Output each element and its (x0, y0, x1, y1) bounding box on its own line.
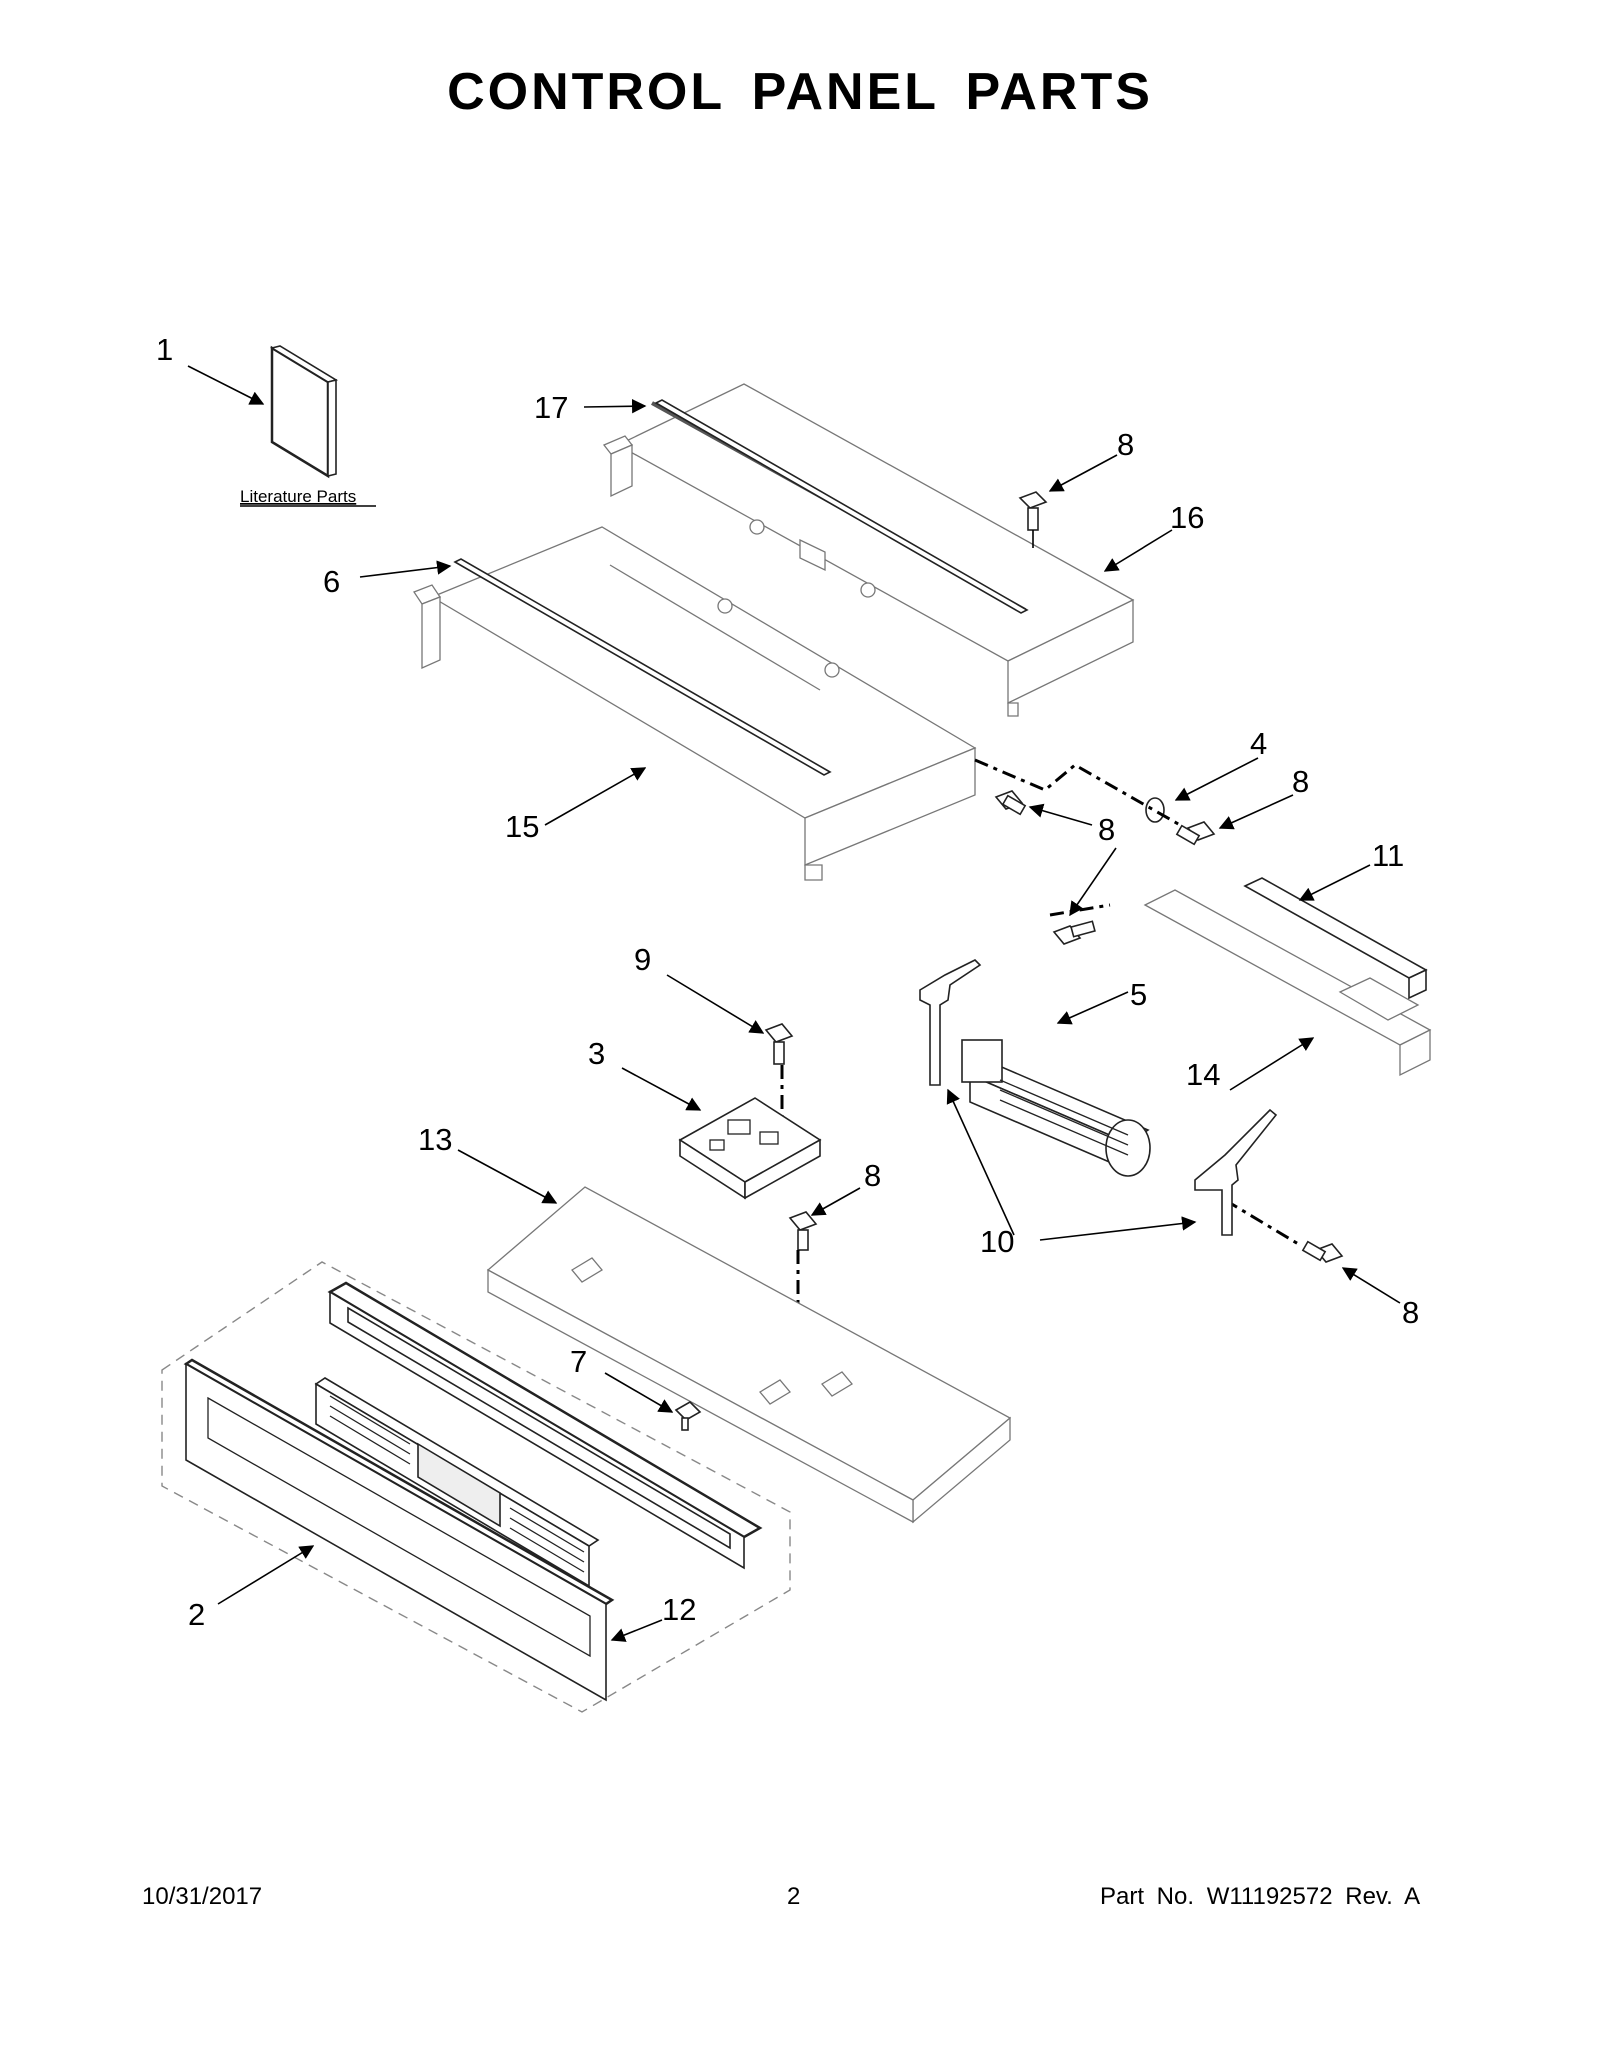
fan-bracket-14 (1143, 889, 1432, 1077)
screw-8-fan (1301, 1240, 1344, 1263)
screw-8-upper (1018, 491, 1048, 548)
footer-date: 10/31/2017 (142, 1883, 263, 1910)
callout-16: 16 (1170, 500, 1204, 535)
callout-13: 13 (418, 1122, 452, 1157)
callout-numbers: 1 17 8 16 6 4 8 8 15 11 9 5 3 14 13 8 10… (156, 332, 1419, 1632)
footer-page-number: 2 (787, 1883, 801, 1910)
literature-booklet (269, 345, 339, 479)
callout-8c: 8 (1098, 812, 1115, 847)
page-title: CONTROL PANEL PARTS (447, 63, 1153, 121)
screw-8-mid-right (1175, 821, 1216, 846)
callout-5: 5 (1130, 977, 1147, 1012)
callout-6: 6 (323, 564, 340, 599)
washer-4 (1145, 797, 1165, 823)
fan-bracket-10-left (919, 959, 982, 1086)
screw-8-board (788, 1211, 818, 1251)
base-plate-13 (486, 1186, 1012, 1524)
callout-8b: 8 (1292, 764, 1309, 799)
screw-8-bracket (1052, 920, 1096, 945)
lower-control-housing (413, 526, 977, 881)
callout-8e: 8 (1402, 1295, 1419, 1330)
callout-2: 2 (188, 1597, 205, 1632)
callout-10: 10 (980, 1224, 1014, 1259)
callout-7: 7 (570, 1344, 587, 1379)
callout-8a: 8 (1117, 427, 1134, 462)
callout-14: 14 (1186, 1057, 1220, 1092)
callout-8d: 8 (864, 1158, 881, 1193)
callout-15: 15 (505, 809, 539, 844)
clip-7 (674, 1401, 702, 1431)
front-panel-2 (183, 1358, 615, 1702)
trim-strip-6 (453, 558, 832, 776)
callout-17: 17 (534, 390, 568, 425)
callout-11: 11 (1372, 838, 1404, 873)
insulation-strip-11 (1243, 877, 1428, 1000)
screw-8-mid-left (994, 790, 1027, 816)
panel-frame-12 (327, 1281, 763, 1570)
footer-part-number: Part No. W11192572 Rev. A (1100, 1883, 1421, 1910)
callout-9: 9 (634, 942, 651, 977)
callout-1: 1 (156, 332, 173, 367)
literature-parts-label: Literature Parts (240, 487, 356, 506)
fan-bracket-10-right (1194, 1108, 1278, 1236)
callout-12: 12 (662, 1592, 696, 1627)
blower-fan-5 (961, 1039, 1151, 1177)
callout-4: 4 (1250, 726, 1267, 761)
callout-3: 3 (588, 1036, 605, 1071)
control-board-3 (678, 1097, 822, 1200)
screw-9 (764, 1023, 794, 1065)
touch-keypad (314, 1377, 600, 1588)
leader-lines (187, 365, 1401, 1642)
trim-strip-17 (654, 399, 1029, 614)
